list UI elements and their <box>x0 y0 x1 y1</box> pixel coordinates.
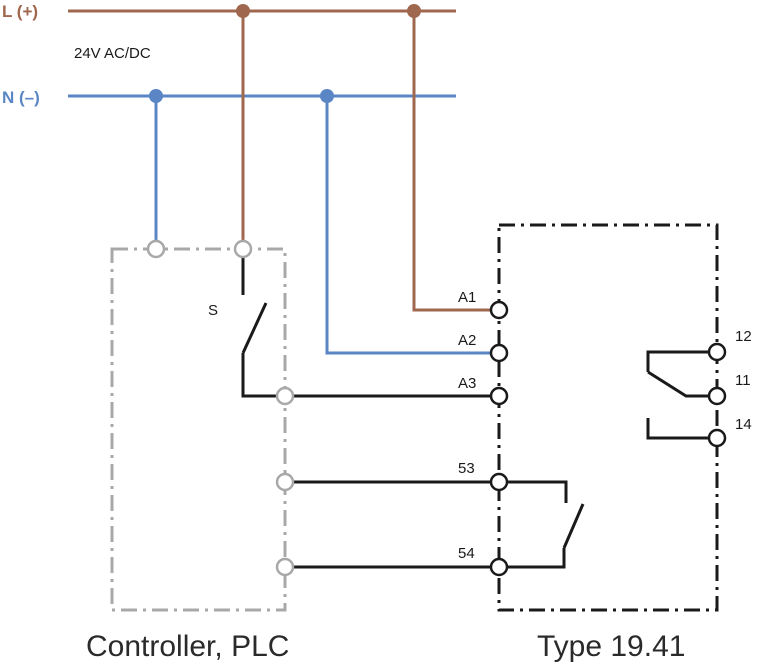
relay-53-54-contact <box>499 480 585 569</box>
controller-terminal <box>275 472 295 492</box>
relay-supply-wires <box>325 11 491 355</box>
supply-voltage-label: 24V AC/DC <box>74 45 151 62</box>
terminal-label-14: 14 <box>735 416 752 433</box>
controller-supply-wires <box>154 11 245 241</box>
controller-terminal <box>275 557 295 577</box>
a1-wire <box>412 11 491 312</box>
relay-terminal-14 <box>707 428 727 448</box>
switch-label: S <box>208 302 218 319</box>
relay-terminal-a2 <box>489 343 509 363</box>
controller-caption: Controller, PLC <box>86 630 289 663</box>
controller-terminals <box>146 239 295 577</box>
relay-terminal-12 <box>707 342 727 362</box>
terminal-label-53: 53 <box>458 460 475 477</box>
relay-terminal-a3 <box>489 386 509 406</box>
relay-box <box>497 223 719 612</box>
negative-rail: N (–) <box>2 88 456 107</box>
terminal-label-12: 12 <box>735 328 752 345</box>
terminal-label-a3: A3 <box>458 375 476 392</box>
relay-terminal-a1 <box>489 300 509 320</box>
junction-dot <box>149 89 163 103</box>
controller-terminal <box>275 386 295 406</box>
relay-terminal-53 <box>489 472 509 492</box>
relay-changeover-contact <box>646 350 717 440</box>
terminal-labels: A1 A2 A3 53 54 12 11 14 <box>458 289 752 562</box>
terminal-label-a1: A1 <box>458 289 476 306</box>
controller-terminal <box>233 239 253 259</box>
negative-rail-label: N (–) <box>2 88 40 107</box>
terminal-label-a2: A2 <box>458 332 476 349</box>
controller-box <box>110 247 287 612</box>
junction-dot <box>320 89 334 103</box>
junction-dot <box>236 4 250 18</box>
controller-switch: S <box>208 258 276 398</box>
terminal-label-54: 54 <box>458 545 475 562</box>
relay-terminal-11 <box>707 386 727 406</box>
terminal-label-11: 11 <box>735 372 751 389</box>
junction-dot <box>407 4 421 18</box>
relay-terminal-54 <box>489 557 509 577</box>
relay-terminals <box>489 300 727 577</box>
controller-terminal <box>146 239 166 259</box>
positive-rail-label: L (+) <box>2 2 38 21</box>
positive-rail: L (+) <box>2 2 456 21</box>
a2-wire <box>325 96 491 355</box>
junction-dots <box>149 4 421 103</box>
signal-wires <box>293 394 491 569</box>
relay-caption: Type 19.41 <box>537 630 685 663</box>
